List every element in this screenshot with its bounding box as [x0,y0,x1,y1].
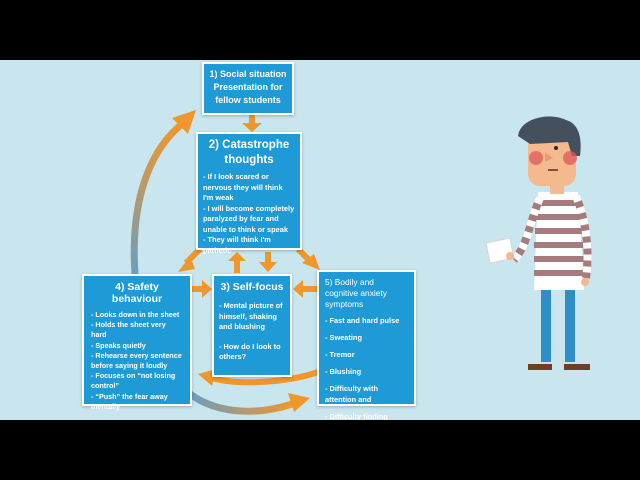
box4-title: 4) Safety behaviour [111,281,163,305]
box-safety-behaviour: 4) Safety behaviour - Looks down in the … [82,274,192,411]
box-anxiety-symptoms: 5) Bodily and cognitive anxiety symptoms… [317,270,416,420]
loop-arrow-bottom-head [288,393,310,412]
loop-arrow-left-head [172,110,196,134]
arrow-3-2 [234,259,240,273]
arrow-5-3 [302,286,317,292]
box-self-focus: 3) Self-focus - Mental picture of himsel… [212,274,292,377]
person-cheek-left [529,151,543,165]
box4-item: - Speaks quietly [91,340,146,350]
person-shoe-right [564,364,590,370]
box3-title: 3) Self-focus [220,281,284,293]
box3-item: - Mental picture of himself, shaking and… [219,301,283,331]
box4-item: - Focuses on “not losing control” [91,371,176,391]
box2-item: - They will think I'm pathetic [203,235,271,255]
person-head [528,134,576,186]
loop-arrow-left [130,121,185,275]
arrow-1-2 [249,115,255,125]
person-cheek-right [563,151,577,165]
box1-title: 1) Social situation [209,69,287,79]
box5-item: - Sweating [325,333,362,342]
arrow-5-4 [211,369,320,386]
box4-item: - Holds the sheet very hard [91,320,166,340]
box-catastrophe-thoughts: 2) Catastrophe thoughts - If I look scar… [196,132,302,255]
box2-title: 2) Catastrophe thoughts [208,139,290,166]
box5-item: - Tremor [325,350,355,359]
diagram-canvas: 1) Social situation Presentation for fel… [0,60,640,420]
box2-item: - If I look scared or nervous they will … [203,172,283,202]
box5-title: 5) Bodily and cognitive anxiety symptoms [325,277,387,309]
box5-item: - Difficulty finding words [325,411,388,421]
person-illustration [485,116,592,370]
box5-item: - Blushing [325,367,362,376]
arrows-layer [130,110,320,415]
loop-arrow-bottom [187,391,294,415]
person-leg-left [541,286,551,362]
person-hand-left [506,252,514,260]
box-social-situation: 1) Social situation Presentation for fel… [202,62,294,115]
box4-item: - Rehearse every sentence before saying … [91,350,182,371]
box4-item: - Looks down in the sheet [91,310,180,319]
person-shoe-left [528,364,552,370]
arrow-4-3 [192,286,204,292]
person-leg-right [565,286,575,362]
box4-item: - “Push” the fear away mentally [91,391,168,411]
arrow-2-3 [265,252,271,264]
box3-item: - How do I look to others? [219,341,281,362]
box5-item: - Fast and hard pulse [325,316,400,325]
box5-item: - Difficulty with attention and [325,384,378,404]
box2-item: - I will become completely paralyzed by … [203,203,295,234]
box1-subtitle: Presentation for fellow students [213,82,283,105]
person-hand-right [581,278,589,286]
person-hair [518,116,581,156]
